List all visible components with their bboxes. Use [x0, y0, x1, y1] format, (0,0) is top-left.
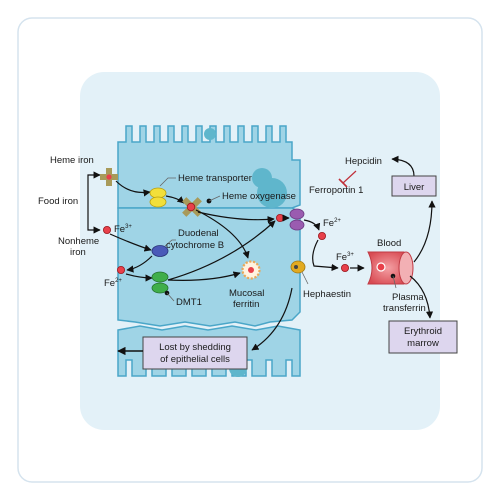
fe2-luminal-label: Fe2+ [104, 278, 122, 289]
plasma-transferrin-label-1: Plasma [392, 292, 424, 303]
food-iron-to-heme-arrow [87, 171, 101, 200]
fe2-exported-label: Fe2+ [323, 218, 341, 229]
hepcidin-inhibition-line [342, 170, 357, 184]
blood-to-liver-arrow [413, 200, 436, 263]
mucosal-ferritin-label-1: Mucosal [229, 288, 264, 299]
blood-vessel-icon [367, 251, 414, 285]
heme-iron-icon [100, 168, 118, 186]
blood-label: Blood [377, 238, 401, 249]
hepcidin-inhibition-bar [338, 178, 348, 188]
nonheme-iron-label-1: Nonheme [58, 236, 99, 247]
cytochrome-to-fe2-arrow [126, 255, 153, 273]
duodenal-cytochrome-label-2: cytochrome B [166, 240, 224, 251]
liver-label: Liver [404, 182, 425, 193]
main-enterocyte [117, 207, 301, 327]
heme-iron-label: Heme iron [50, 155, 94, 166]
heme-oxygenase-iron [186, 202, 196, 212]
fe3-to-cytochrome-arrow [109, 233, 152, 252]
fe2-exported-icon [317, 231, 326, 240]
dmt1-to-fe-arrow [167, 220, 276, 281]
fe2-luminal-icon [117, 265, 126, 274]
duodenal-cytochrome-label-1: Duodenal [178, 228, 219, 239]
ferroportin-label: Ferroportin 1 [309, 185, 363, 196]
fe2-to-fe3-arrow [312, 239, 339, 272]
hephaestin-leader [301, 271, 309, 285]
heme-transporter-leader [159, 177, 176, 187]
nonheme-iron-label-2: iron [70, 247, 86, 258]
dmt1-leader [166, 292, 175, 302]
lost-by-shedding-label-2: of epithelial cells [160, 354, 230, 365]
mucosal-ferritin-icon [241, 260, 261, 280]
fe3-blood-label: Fe3+ [336, 252, 354, 263]
duodenal-cytochrome-b-icon [151, 245, 169, 257]
dmt1-icon [151, 271, 169, 294]
erythroid-marrow-label-1: Erythroid [404, 326, 442, 337]
fe3-nonheme-icon [103, 225, 112, 234]
hephaestin-dot [294, 265, 298, 269]
blood-to-marrow-arrow [409, 275, 434, 319]
transferrin-iron-icon [376, 262, 386, 272]
fe3-blood-icon [340, 263, 349, 272]
fe-intracellular-icon [275, 213, 284, 222]
fe3-nonheme-label: Fe3+ [114, 224, 132, 235]
ferroportin-icon [289, 208, 305, 231]
duodenal-cytochrome-leader [164, 239, 176, 247]
liver-to-hepcidin-arrow [391, 155, 415, 177]
heme-oxygenase-leader [208, 195, 221, 202]
fe2-to-dmt1-arrow [125, 273, 153, 282]
erythroid-marrow-label-2: marrow [407, 338, 439, 349]
dmt1-to-ferritin-arrow [167, 271, 241, 281]
liver-box [391, 175, 437, 197]
food-iron-to-nonheme-arrow [87, 200, 101, 234]
lost-by-shedding-label-1: Lost by shedding [159, 342, 231, 353]
heme-oxygenase-label: Heme oxygenase [222, 191, 296, 202]
nucleus-main [257, 178, 287, 208]
upper-enterocyte [117, 125, 301, 209]
plasma-transferrin-label-2: transferrin [383, 303, 426, 314]
oxygenase-to-ferritin-arrow [195, 209, 250, 259]
oxygenase-to-fe-arrow [197, 211, 275, 224]
ferroportin-to-fe2-arrow [303, 219, 321, 231]
heme-transporter-icon [149, 187, 167, 208]
dmt1-label: DMT1 [176, 297, 202, 308]
nucleus-top [204, 128, 216, 140]
mucosal-ferritin-label-2: ferritin [233, 299, 259, 310]
heme-to-transporter-arrow [115, 180, 151, 197]
transporter-to-oxygenase-arrow [165, 195, 185, 204]
heme-transporter-label: Heme transporter [178, 173, 252, 184]
plasma-transferrin-leader [392, 275, 397, 289]
lost-by-shedding-box [142, 336, 248, 370]
ferritin-to-shedding-arrow [251, 287, 293, 351]
food-iron-label: Food iron [38, 196, 78, 207]
hephaestin-label: Hephaestin [303, 289, 351, 300]
hepcidin-label: Hepcidin [345, 156, 382, 167]
erythroid-marrow-box [388, 320, 458, 354]
